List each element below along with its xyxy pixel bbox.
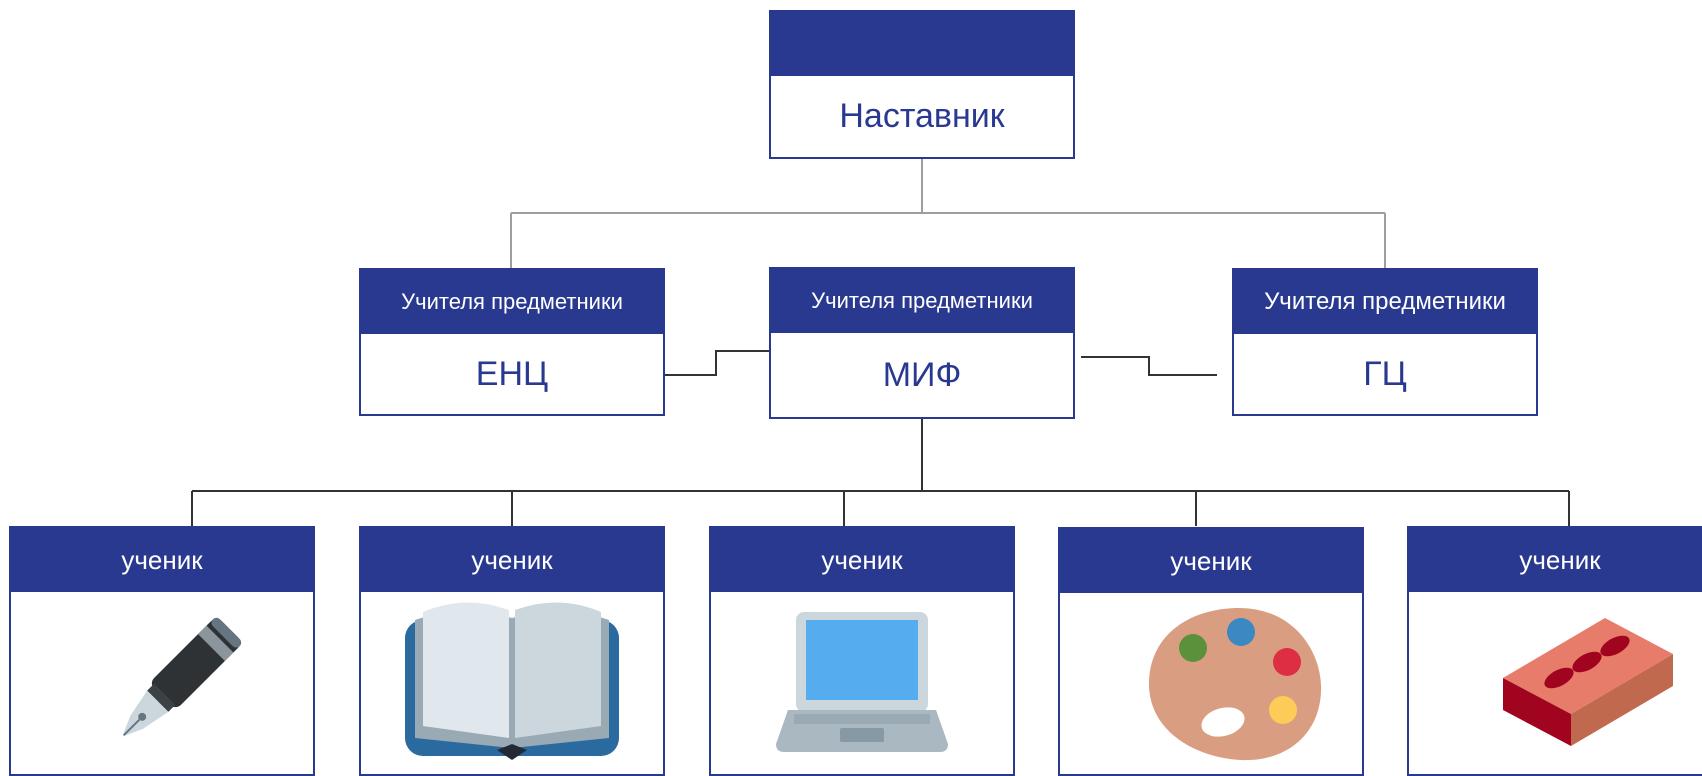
- student-header: ученик: [361, 528, 663, 592]
- mentor-teachers-connector: [510, 158, 1386, 268]
- teacher-node-mif: Учителя предметники МИФ: [769, 267, 1075, 419]
- student-header: ученик: [11, 528, 313, 592]
- student-node: ученик: [359, 526, 665, 776]
- student-node: ученик: [1407, 526, 1702, 776]
- student-header: ученик: [1409, 528, 1702, 592]
- student-node: ученик: [709, 526, 1015, 776]
- teacher-header: Учителя предметники: [771, 269, 1073, 333]
- fountain-pen-icon: [122, 617, 242, 737]
- teacher-title: ЕНЦ: [475, 354, 549, 393]
- mif-students-connector: [191, 418, 1570, 526]
- student-header: ученик: [1060, 529, 1362, 593]
- brick-icon: [1503, 618, 1673, 746]
- mentor-title: Наставник: [839, 97, 1005, 135]
- teacher-header: Учителя предметники: [361, 270, 663, 334]
- student-header: ученик: [711, 528, 1013, 592]
- teacher-header: Учителя предметники: [1234, 270, 1536, 334]
- mentor-header: [771, 12, 1073, 76]
- student-node: ученик: [9, 526, 315, 776]
- open-book-icon: [405, 602, 619, 760]
- teacher-title: МИФ: [882, 355, 962, 394]
- teacher-side-connectors: [664, 350, 1217, 376]
- teacher-node-enc: Учителя предметники ЕНЦ: [359, 268, 665, 416]
- artist-palette-icon: [1149, 607, 1322, 761]
- student-node: ученик: [1058, 527, 1364, 776]
- mentor-node: Наставник: [769, 10, 1075, 159]
- laptop-icon: [776, 612, 948, 752]
- teacher-title: ГЦ: [1363, 354, 1407, 393]
- teacher-node-gc: Учителя предметники ГЦ: [1232, 268, 1538, 416]
